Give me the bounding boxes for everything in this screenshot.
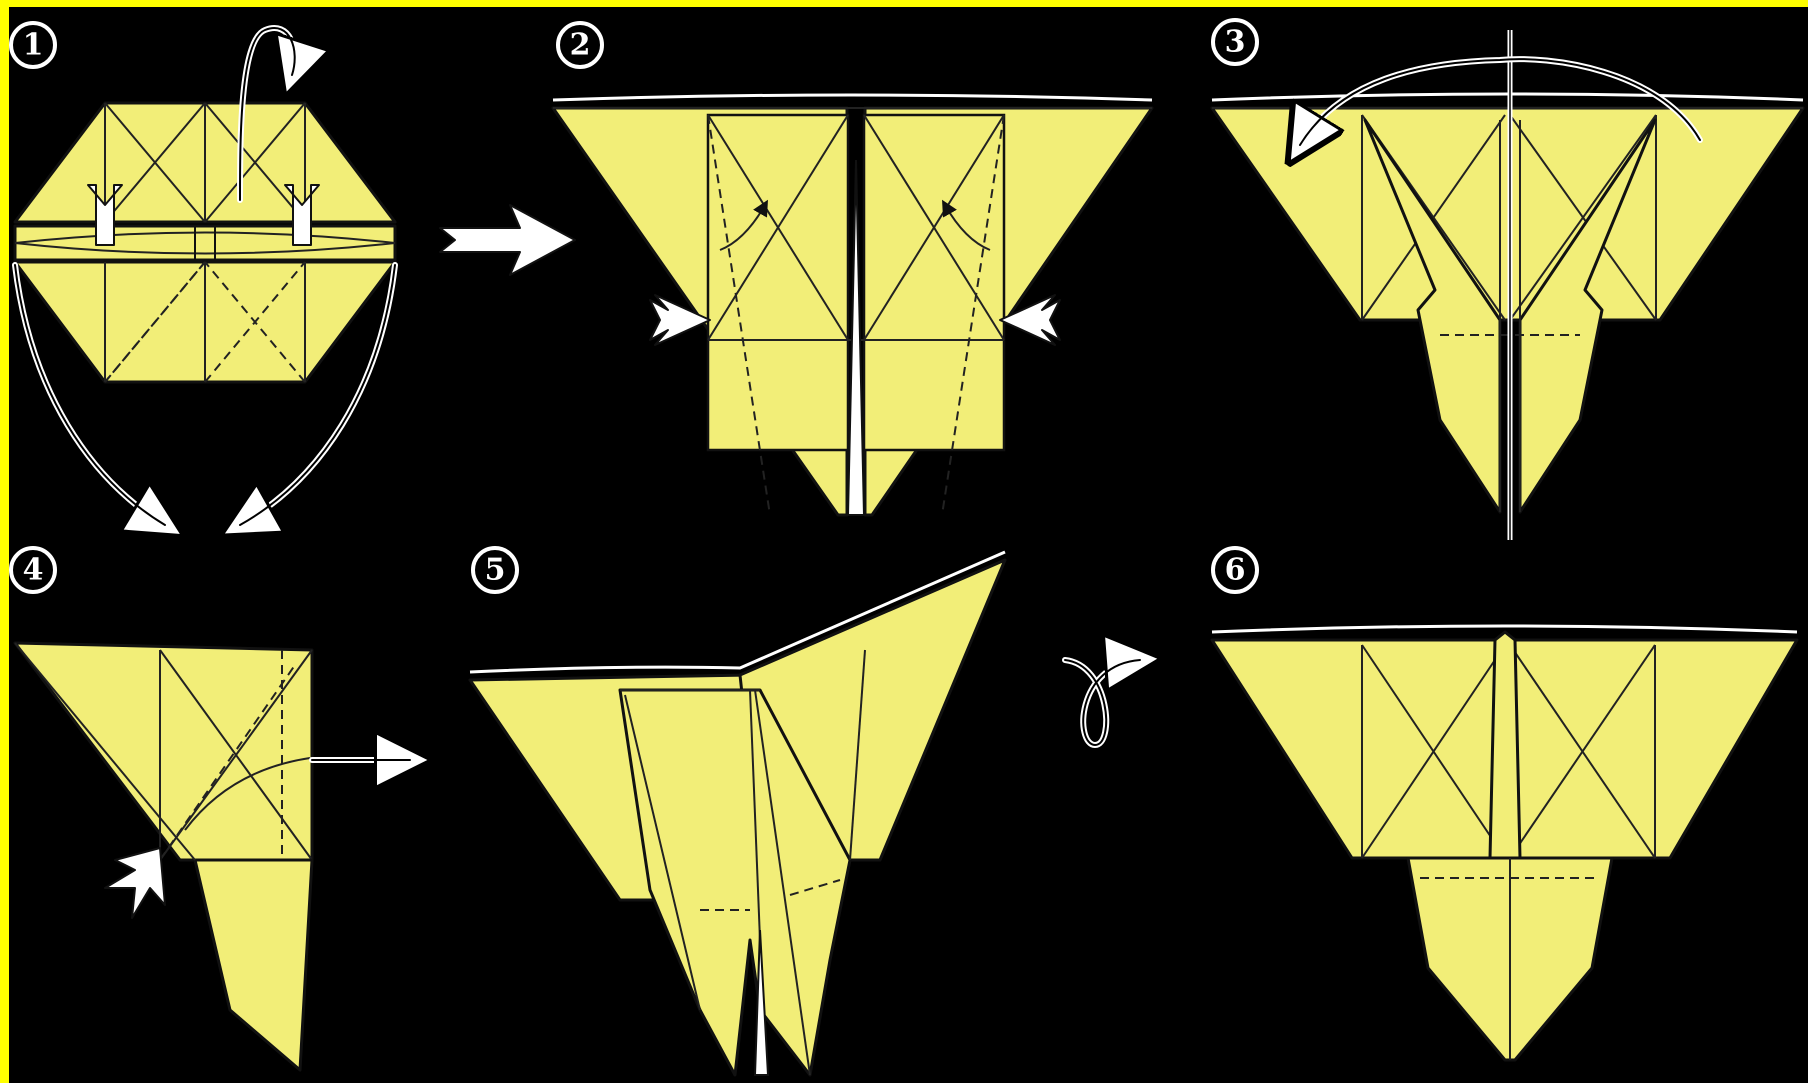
step-number-3: 3 [1213,20,1257,64]
push-in-arrow-icon [105,848,165,918]
step-2-diagram [553,95,1152,515]
step-number-4-label: 4 [23,553,44,588]
step-number-5: 5 [473,548,517,592]
step-number-5-label: 5 [485,553,506,588]
step-number-4: 4 [11,548,55,592]
step-4-diagram [15,643,410,1070]
turn-over-loop-icon [1065,660,1140,745]
step-4-tail [195,860,312,1070]
step-1-diagram [15,28,395,525]
step-5-diagram [470,552,1005,1075]
step-number-2: 2 [558,23,602,67]
step-1-middle-strip [15,226,395,260]
step-number-6-label: 6 [1225,553,1246,588]
white-right-arrow-icon [440,205,575,275]
step-6-head [1490,632,1520,858]
step-4-wing [15,643,312,860]
step-number-3-label: 3 [1225,25,1246,60]
step-number-2-label: 2 [570,28,591,63]
step-3-diagram [1212,30,1803,540]
step-number-1: 1 [11,23,55,67]
step-number-1-label: 1 [23,28,44,63]
step-number-6: 6 [1213,548,1257,592]
step-6-diagram [1212,626,1797,1060]
